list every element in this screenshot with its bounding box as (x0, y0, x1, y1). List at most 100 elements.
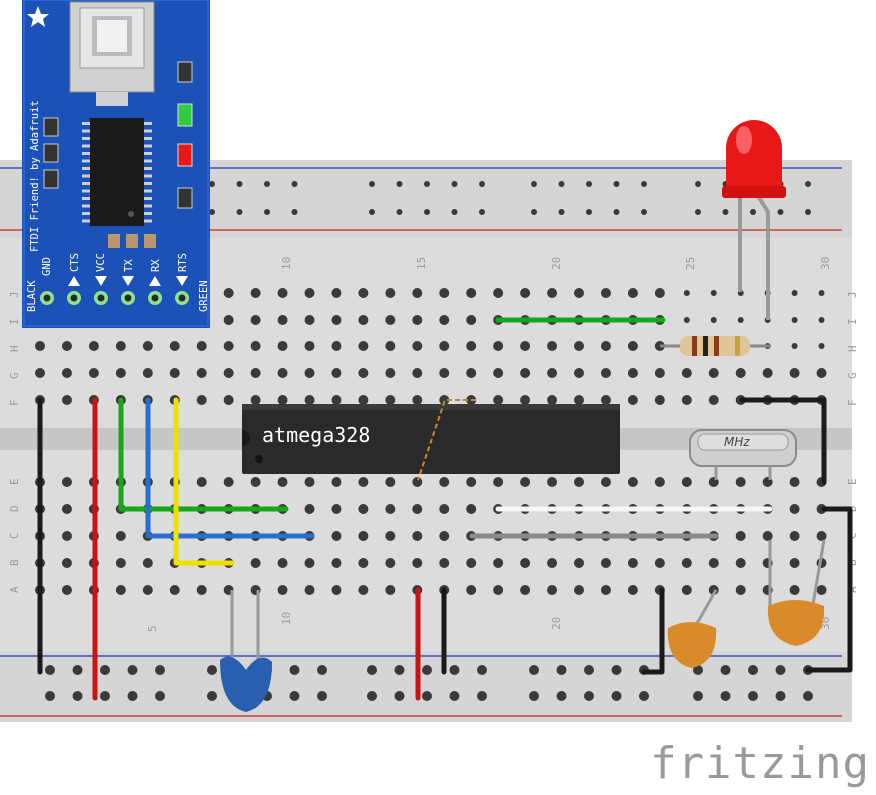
breadboard-hole (629, 479, 636, 485)
breadboard-hole (333, 587, 340, 593)
breadboard-hole (236, 181, 243, 187)
dashed-wire (417, 399, 476, 481)
breadboard-hole (47, 693, 53, 699)
breadboard-hole (656, 290, 663, 296)
breadboard-hole (722, 667, 729, 673)
resistor[interactable] (660, 336, 770, 356)
breadboard-hole (333, 317, 340, 323)
breadboard-hole (144, 560, 151, 566)
breadboard-hole (252, 370, 259, 376)
fritzing-logo: fritzing (650, 738, 870, 789)
capacitor-orange-2[interactable] (767, 539, 826, 646)
breadboard-hole (360, 290, 367, 296)
breadboard-hole (683, 290, 690, 296)
chip-label: atmega328 (262, 423, 370, 447)
breadboard-hole (576, 560, 582, 566)
row-letter-right-f: F (846, 399, 859, 406)
breadboard-hole (369, 209, 375, 215)
breadboard-hole (198, 343, 205, 349)
breadboard-hole (522, 290, 529, 296)
ftdi-chip-pin (144, 129, 152, 133)
breadboard-hole (818, 587, 825, 593)
breadboard-hole (613, 209, 620, 215)
breadboard-hole (805, 181, 811, 187)
breadboard-hole (468, 343, 475, 349)
breadboard-hole (602, 290, 609, 296)
breadboard-hole (629, 370, 636, 376)
breadboard-hole (369, 181, 375, 187)
breadboard-hole (117, 343, 124, 349)
breadboard-hole (396, 181, 403, 187)
breadboard-hole (695, 181, 701, 187)
ftdi-chip-pin (144, 167, 152, 170)
breadboard-hole (522, 343, 529, 349)
breadboard-hole (737, 533, 744, 539)
ftdi-pin-tx-label: TX (123, 259, 135, 272)
breadboard-hole (629, 560, 636, 566)
breadboard-hole (360, 506, 367, 512)
breadboard-hole (90, 343, 97, 349)
breadboard-hole (522, 370, 529, 376)
breadboard-hole (252, 290, 259, 296)
ftdi-friend-board[interactable]: FTDI Friend! by Adafruit BLACK GREEN GND… (22, 0, 210, 328)
breadboard-hole (468, 290, 475, 296)
breadboard-hole (495, 479, 502, 485)
breadboard-hole (764, 533, 771, 539)
row-letter-right-g: G (846, 372, 859, 379)
row-letter-right-j: J (846, 291, 859, 298)
breadboard-hole (764, 479, 771, 485)
ftdi-chip (90, 118, 144, 226)
breadboard-hole (549, 560, 556, 566)
breadboard-hole (656, 479, 663, 485)
breadboard-hole (102, 693, 108, 699)
ftdi-header-hole (151, 294, 159, 302)
breadboard-hole (264, 181, 270, 187)
red-led[interactable] (722, 120, 786, 320)
capacitor-orange-1[interactable] (667, 589, 718, 668)
row-letter-right-h: H (846, 345, 859, 352)
breadboard-hole (47, 667, 53, 673)
breadboard-hole (306, 343, 313, 349)
breadboard-hole (279, 317, 286, 323)
breadboard-hole (360, 479, 367, 485)
breadboard-hole (468, 479, 475, 485)
ftdi-chip-pins (82, 122, 152, 223)
ftdi-header-hole (43, 294, 51, 302)
breadboard-hole (629, 587, 636, 593)
breadboard-hole (613, 181, 620, 187)
breadboard-hole (225, 343, 232, 349)
breadboard-hole (424, 181, 430, 187)
breadboard-hole (791, 506, 798, 512)
breadboard-hole (387, 506, 394, 512)
breadboard-hole (252, 397, 259, 403)
breadboard-hole (750, 667, 756, 673)
crystal-oscillator[interactable]: MHz (689, 429, 797, 480)
ftdi-pin-gnd-label: GND (41, 257, 53, 276)
wire-black-cap1 (641, 587, 665, 675)
breadboard-hole (369, 693, 375, 699)
breadboard-hole (710, 290, 717, 296)
breadboard-hole (360, 560, 367, 566)
breadboard-hole (750, 209, 756, 215)
breadboard-hole (279, 479, 286, 485)
breadboard-hole (63, 587, 70, 593)
ftdi-header-hole (124, 294, 132, 302)
breadboard-hole (495, 370, 502, 376)
breadboard-hole (710, 370, 717, 376)
breadboard-hole (641, 693, 647, 699)
breadboard-hole (387, 290, 394, 296)
breadboard-hole (333, 290, 340, 296)
breadboard-hole (333, 560, 340, 566)
breadboard-hole (441, 317, 448, 323)
breadboard-hole (279, 343, 286, 349)
capacitor-blue[interactable] (220, 590, 272, 712)
breadboard-hole (414, 343, 421, 349)
breadboard-hole (63, 370, 70, 376)
breadboard-hole (333, 397, 340, 403)
row-letter-left-c: C (8, 532, 21, 539)
breadboard-hole (602, 479, 609, 485)
breadboard-hole (441, 479, 448, 485)
breadboard-hole (602, 397, 609, 403)
breadboard-hole (531, 667, 537, 673)
